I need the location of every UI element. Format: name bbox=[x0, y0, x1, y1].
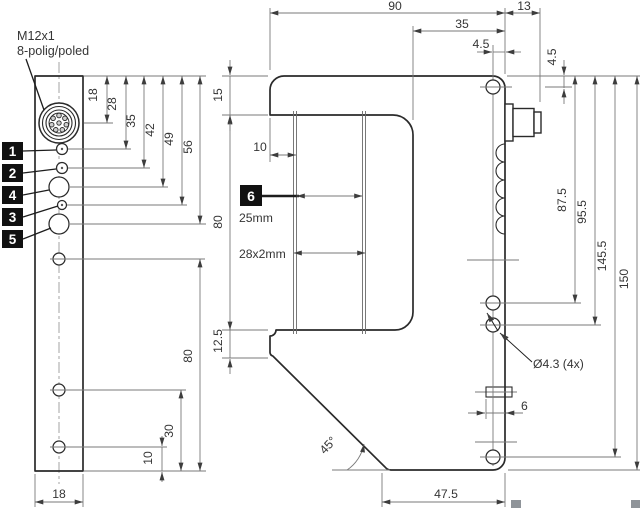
hole-note-label: Ø4.3 (4x) bbox=[533, 357, 584, 371]
dim-10-label: 10 bbox=[141, 451, 155, 465]
dim-47p5-group: 47.5 bbox=[381, 487, 506, 505]
side-body-outline bbox=[269, 75, 506, 471]
callout-5-leader bbox=[22, 227, 52, 240]
dim-42-label: 42 bbox=[143, 123, 157, 137]
dim-47p5-label: 47.5 bbox=[434, 487, 458, 501]
dim-12p5-label: 12.5 bbox=[211, 329, 225, 353]
led-bumps bbox=[495, 143, 506, 235]
side-right-dimensions: 87.5 95.5 145.5 150 bbox=[555, 75, 640, 471]
connector-leader-line bbox=[25, 58, 45, 111]
callout-2-leader bbox=[22, 168, 57, 174]
dim-56-label: 56 bbox=[181, 140, 195, 154]
dim-18-label: 18 bbox=[86, 88, 100, 102]
callout-6-badge bbox=[240, 185, 262, 206]
callout-4-badge bbox=[2, 186, 23, 204]
side-view: 90 13 35 4.5 4.5 15 80 12.5 bbox=[211, 0, 640, 507]
callout-4-label: 4 bbox=[9, 188, 17, 203]
front-body-outline bbox=[34, 75, 84, 472]
angle-arc bbox=[346, 443, 365, 471]
side-top-dimensions: 90 13 35 4.5 4.5 bbox=[269, 0, 567, 104]
dim-90-label: 90 bbox=[388, 0, 402, 13]
dim-6-group: 6 bbox=[468, 399, 528, 416]
callout-2-label: 2 bbox=[9, 166, 17, 181]
indicator-1-dot bbox=[60, 147, 64, 151]
dim-30-label: 30 bbox=[162, 424, 176, 438]
dim-width-18-label: 18 bbox=[52, 487, 66, 501]
callout-3-label: 3 bbox=[9, 210, 17, 225]
hole-note-group: Ø4.3 (4x) bbox=[486, 312, 584, 371]
front-view: M12x1 8-polig/poled 1 2 bbox=[2, 29, 206, 507]
angle-45-label: 45° bbox=[317, 434, 340, 457]
callout-5-label: 5 bbox=[9, 232, 17, 247]
m12-connector-side bbox=[504, 103, 542, 142]
dim-80-side-label: 80 bbox=[211, 215, 225, 229]
m12-connector-face bbox=[38, 102, 80, 144]
dim-10-side-label: 10 bbox=[253, 140, 267, 154]
connector-label-line2: 8-polig/poled bbox=[17, 44, 89, 58]
callout-1-badge bbox=[2, 142, 23, 160]
dim-6-label: 6 bbox=[521, 399, 528, 413]
side-left-dimensions: 15 80 12.5 10 bbox=[211, 60, 297, 374]
callout-3-badge bbox=[2, 208, 23, 226]
callout-2-badge bbox=[2, 164, 23, 182]
dim-87p5-label: 87.5 bbox=[555, 188, 569, 212]
label-annotations: 6 25mm 28x2mm bbox=[239, 185, 366, 261]
dim-4p5h-label: 4.5 bbox=[473, 37, 490, 51]
label-guide-lines bbox=[293, 111, 366, 334]
callout-5-badge bbox=[2, 230, 23, 248]
clamp-slot-block bbox=[485, 386, 513, 398]
front-features bbox=[48, 142, 70, 235]
dim-13-label: 13 bbox=[517, 0, 531, 13]
side-extension-lines bbox=[222, 8, 640, 507]
note-28x2mm: 28x2mm bbox=[239, 247, 286, 261]
front-dimensions: 18 28 35 42 49 56 80 30 10 18 bbox=[34, 75, 203, 505]
indicator-3-dot bbox=[60, 203, 64, 207]
scrollbar-fragment-right bbox=[631, 500, 640, 508]
callout-6-label: 6 bbox=[247, 188, 255, 204]
indicator-2-dot bbox=[60, 166, 64, 170]
control-4 bbox=[48, 176, 70, 198]
dim-150-label: 150 bbox=[617, 269, 631, 290]
dim-80-label: 80 bbox=[181, 349, 195, 363]
dim-35-side-label: 35 bbox=[455, 17, 469, 31]
dim-145p5-label: 145.5 bbox=[595, 241, 609, 272]
control-5 bbox=[48, 213, 70, 235]
callout-4-leader bbox=[22, 189, 50, 196]
front-callout-badges: 1 2 4 3 5 bbox=[2, 142, 59, 248]
dim-15-label: 15 bbox=[211, 88, 225, 102]
callout-3-leader bbox=[22, 205, 59, 218]
note-25mm: 25mm bbox=[239, 211, 273, 225]
dim-35-label: 35 bbox=[124, 114, 138, 128]
scrollbar-fragment-left bbox=[511, 500, 521, 508]
connector-label-line1: M12x1 bbox=[17, 29, 55, 43]
connector-pins bbox=[48, 112, 70, 133]
dim-95p5-label: 95.5 bbox=[575, 200, 589, 224]
callout-1-label: 1 bbox=[9, 144, 17, 159]
dim-28-label: 28 bbox=[105, 97, 119, 111]
dim-49-label: 49 bbox=[162, 132, 176, 146]
callout-1-leader bbox=[22, 149, 57, 152]
dim-4p5v-label: 4.5 bbox=[545, 48, 559, 65]
